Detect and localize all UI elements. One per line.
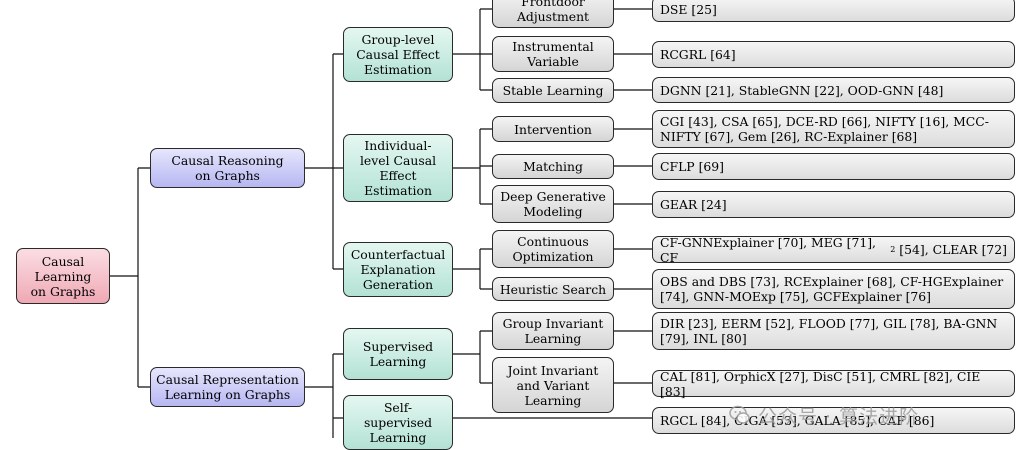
- root-node-causal-learning-on-graphs: Causal Learning on Graphs: [16, 248, 110, 304]
- leaf-instrumental-methods: RCGRL [64]: [652, 41, 1015, 68]
- node-matching: Matching: [492, 154, 614, 179]
- node-frontdoor-adjustment: Frontdoor Adjustment: [492, 0, 614, 28]
- node-continuous-optimization: Continuous Optimization: [492, 230, 614, 268]
- wechat-icon: [729, 405, 750, 424]
- leaf-stable-learning-methods: DGNN [21], StableGNN [22], OOD-GNN [48]: [652, 77, 1015, 103]
- node-group-invariant-learning: Group Invariant Learning: [492, 312, 614, 350]
- node-joint-invariant-and-variant-learning: Joint Invariant and Variant Learning: [492, 357, 614, 413]
- node-self-supervised-learning: Self- supervised Learning: [343, 395, 453, 450]
- leaf-intervention-methods: CGI [43], CSA [65], DCE-RD [66], NIFTY […: [652, 110, 1015, 148]
- node-heuristic-search: Heuristic Search: [492, 277, 614, 301]
- leaf-group-invariant-methods: DIR [23], EERM [52], FLOOD [77], GIL [78…: [652, 312, 1015, 350]
- node-intervention: Intervention: [492, 116, 614, 142]
- node-causal-representation-learning: Causal Representation Learning on Graphs: [150, 367, 305, 407]
- leaf-self-supervised-methods: RGCL [84], CIGA [53], GALA [85], CAF [86…: [652, 407, 1015, 434]
- node-deep-generative-modeling: Deep Generative Modeling: [492, 185, 614, 223]
- leaf-joint-invariant-methods: CAL [81], OrphicX [27], DisC [51], CMRL …: [652, 369, 1015, 399]
- leaf-deep-generative-methods: GEAR [24]: [652, 191, 1015, 218]
- node-group-level-causal-effect-estimation: Group-level Causal Effect Estimation: [343, 27, 453, 82]
- connector-lines: [110, 8, 652, 438]
- leaf-continuous-text-a: CF-GNNExplainer [70], MEG [71], CF: [660, 234, 876, 265]
- leaf-matching-methods: CFLP [69]: [652, 153, 1015, 180]
- node-causal-reasoning-on-graphs: Causal Reasoning on Graphs: [150, 148, 305, 188]
- leaf-continuous-text-b: [54], CLEAR [72]: [895, 242, 1007, 257]
- leaf-heuristic-search-methods: OBS and DBS [73], RCExplainer [68], CF-H…: [652, 269, 1015, 309]
- node-instrumental-variable: Instrumental Variable: [492, 36, 614, 72]
- watermark: 公众号 · 算法进阶: [728, 400, 1028, 430]
- node-counterfactual-explanation-generation: Counterfactual Explanation Generation: [343, 242, 453, 297]
- watermark-text: 公众号 · 算法进阶: [758, 405, 920, 428]
- node-stable-learning: Stable Learning: [492, 78, 614, 103]
- node-individual-level-causal-effect-estimation: Individual- level Causal Effect Estimati…: [343, 134, 453, 202]
- node-supervised-learning: Supervised Learning: [343, 328, 453, 380]
- leaf-frontdoor-methods: DSE [25]: [652, 0, 1015, 22]
